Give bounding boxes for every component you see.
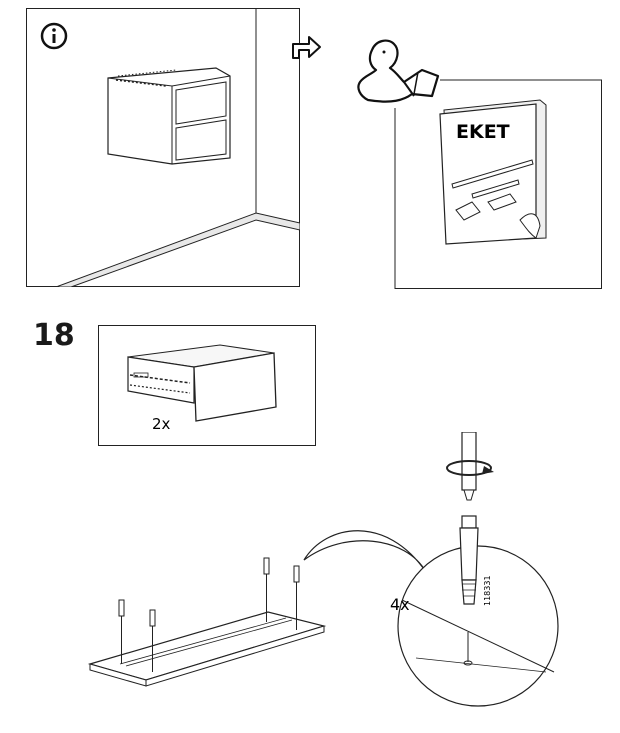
dowel-group — [118, 557, 300, 672]
screwdriver-icon — [446, 432, 494, 501]
drawer-quantity: 2x — [152, 415, 171, 433]
info-icon — [40, 22, 68, 50]
step-number: 18 — [33, 318, 75, 353]
info-panel — [26, 8, 300, 287]
part-number: 118331 — [483, 575, 492, 606]
drawer-bottom-panel — [87, 611, 327, 687]
assembly-panel: 4x 118331 — [87, 432, 559, 707]
reading-person-icon — [357, 39, 440, 103]
cabinet-illustration — [107, 67, 231, 165]
dowel-detail — [459, 515, 479, 605]
manual-booklet: EKET — [439, 99, 547, 245]
drawer-panel: 2x — [98, 325, 316, 446]
arrow-icon — [292, 36, 321, 59]
manual-panel: EKET — [394, 79, 602, 289]
detail-circle — [397, 545, 559, 707]
drawer-illustration — [127, 344, 277, 422]
manual-title: EKET — [456, 121, 510, 143]
dowel-quantity: 4x — [390, 595, 410, 614]
